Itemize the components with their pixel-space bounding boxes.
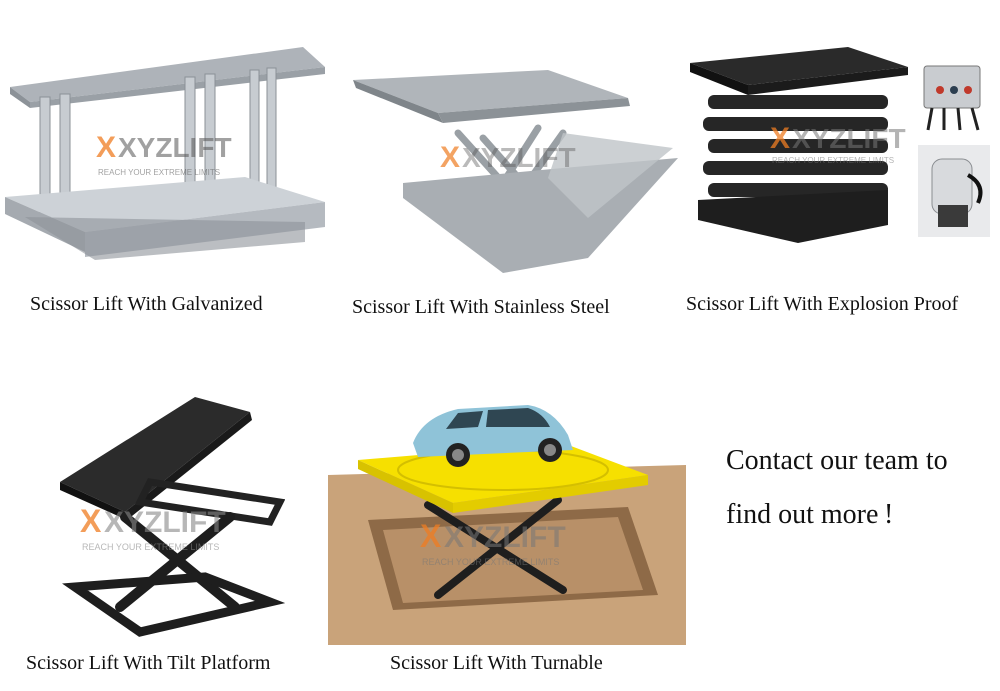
watermark-brand-text: XYZLIFT bbox=[444, 521, 566, 554]
caption-turnable: Scissor Lift With Turnable bbox=[390, 652, 603, 674]
caption-tilt-platform: Scissor Lift With Tilt Platform bbox=[26, 652, 271, 674]
brand-watermark-logo: X XYZLIFT REACH YOUR EXTREME LIMITS bbox=[80, 500, 255, 555]
product-image-explosion-proof bbox=[688, 45, 913, 245]
svg-text:X: X bbox=[440, 141, 460, 174]
brand-watermark-logo: X XYZLIFT REACH YOUR EXTREME LIMITS bbox=[770, 118, 920, 168]
caption-stainless-steel: Scissor Lift With Stainless Steel bbox=[352, 296, 610, 318]
watermark-slogan-text: REACH YOUR EXTREME LIMITS bbox=[98, 168, 220, 177]
product-image-stainless-steel bbox=[348, 58, 678, 283]
svg-text:X: X bbox=[770, 122, 790, 155]
watermark-slogan-text: REACH YOUR EXTREME LIMITS bbox=[772, 156, 894, 165]
watermark-brand-text: XYZLIFT bbox=[462, 142, 576, 173]
watermark-brand-text: XYZLIFT bbox=[118, 132, 232, 163]
caption-explosion-proof: Scissor Lift With Explosion Proof bbox=[686, 293, 959, 315]
product-image-turnable bbox=[328, 395, 686, 645]
svg-text:X: X bbox=[420, 518, 442, 554]
motor-image bbox=[918, 145, 990, 237]
watermark-brand-text: XYZLIFT bbox=[792, 123, 906, 154]
brand-watermark-logo: X XYZLIFT bbox=[440, 137, 590, 177]
product-image-galvanized bbox=[5, 42, 330, 267]
svg-text:X: X bbox=[80, 503, 102, 539]
brand-watermark-logo: X XYZLIFT REACH YOUR EXTREME LIMITS bbox=[420, 515, 595, 570]
product-image-tilt-platform bbox=[55, 392, 285, 642]
brand-watermark-logo: X XYZLIFT REACH YOUR EXTREME LIMITS bbox=[96, 125, 246, 180]
caption-galvanized: Scissor Lift With Galvanized bbox=[30, 293, 263, 315]
contact-line-1: Contact our team to bbox=[726, 445, 948, 476]
contact-line-2: find out more ! bbox=[726, 499, 894, 530]
watermark-brand-text: XYZLIFT bbox=[104, 506, 226, 539]
watermark-slogan-text: REACH YOUR EXTREME LIMITS bbox=[82, 542, 219, 552]
watermark-slogan-text: REACH YOUR EXTREME LIMITS bbox=[422, 557, 559, 567]
svg-text:X: X bbox=[96, 131, 116, 164]
control-box-image bbox=[918, 62, 990, 132]
